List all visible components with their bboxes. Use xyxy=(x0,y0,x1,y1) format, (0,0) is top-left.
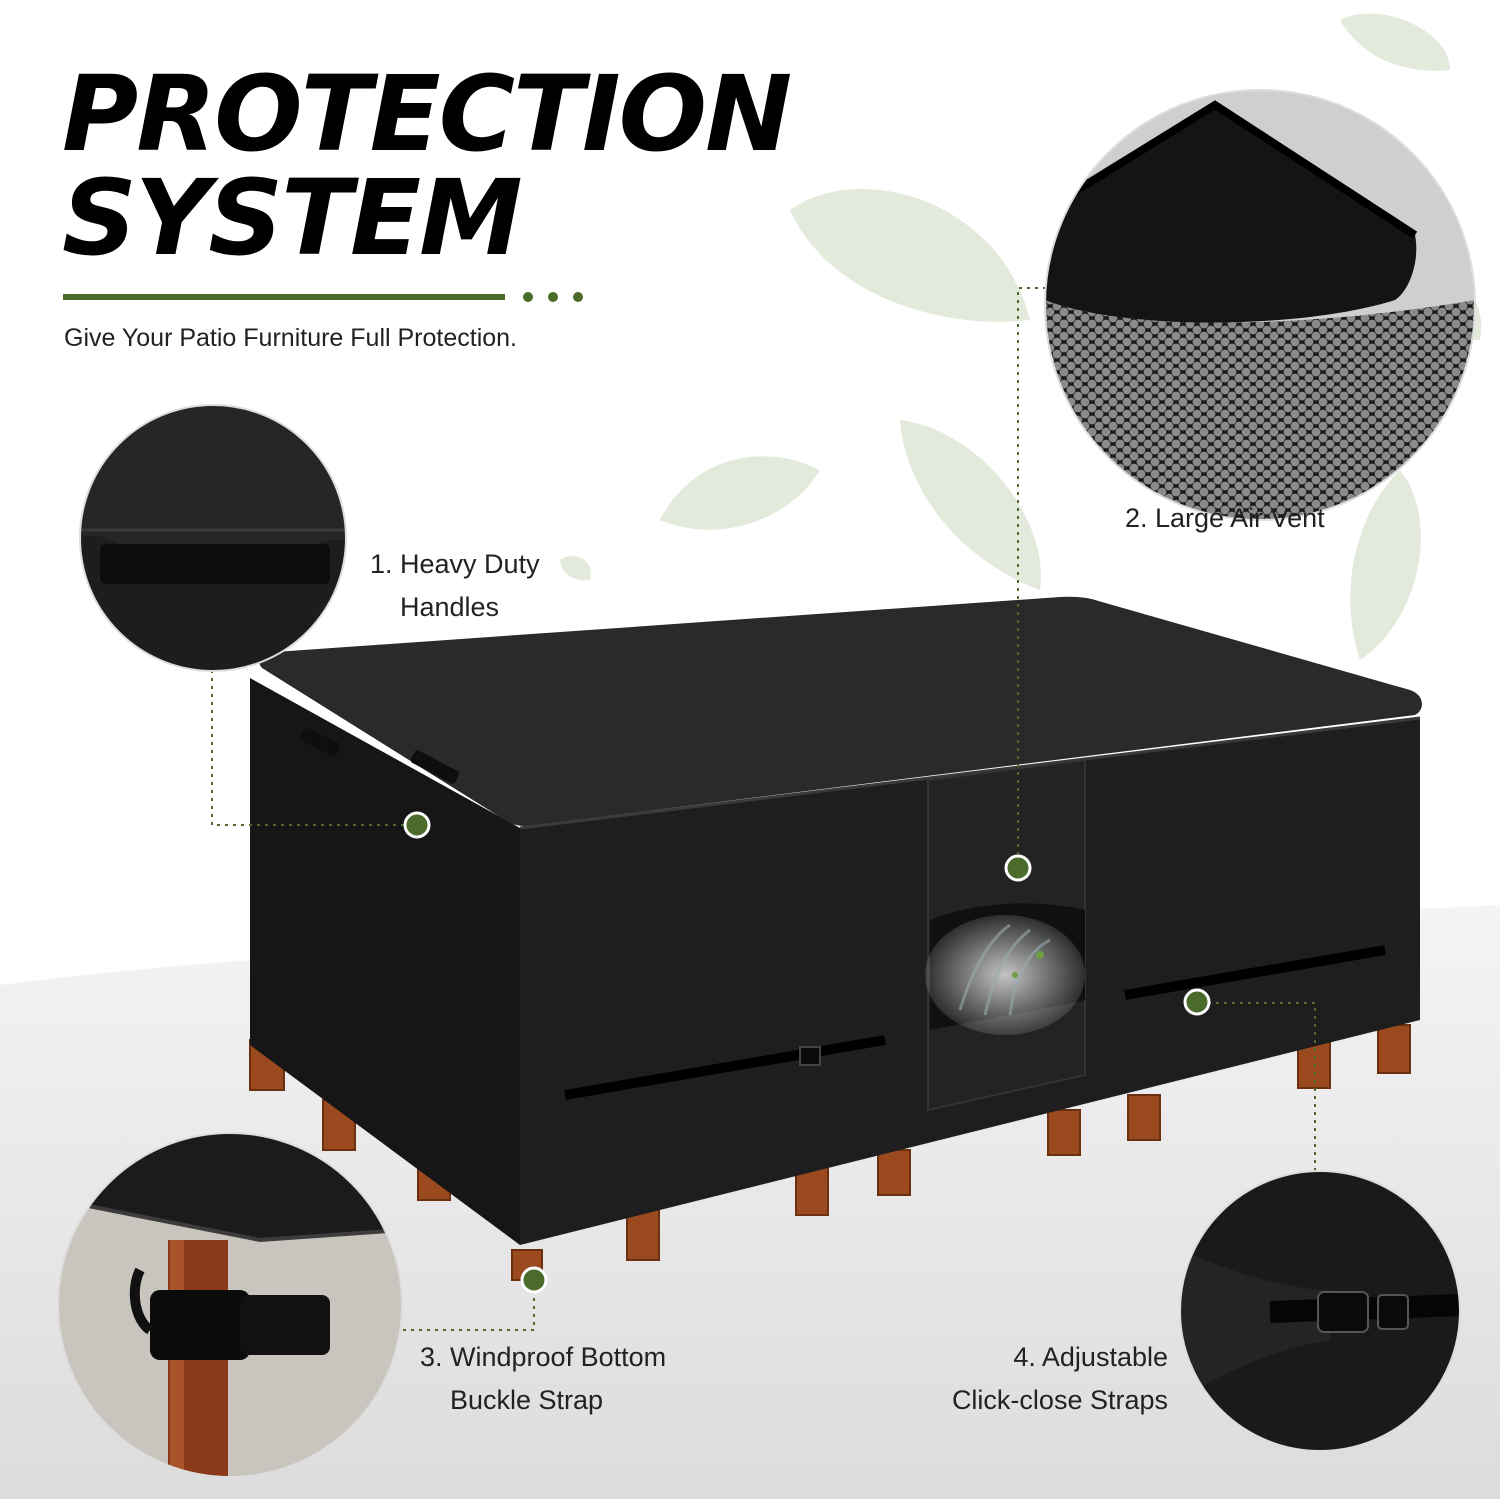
feature-label-click-straps-line1: 4. Adjustable xyxy=(1013,1342,1168,1372)
hotspot-markers xyxy=(403,811,1211,1294)
feature-label-buckle-strap: 3. Windproof Bottom Buckle Strap xyxy=(420,1336,666,1422)
header-divider xyxy=(63,292,583,302)
page-title: PROTECTION SYSTEM xyxy=(62,53,792,279)
leaf-decoration xyxy=(560,13,1482,660)
feature-label-handles: 1. Heavy Duty Handles xyxy=(370,543,540,629)
detail-circle-handles xyxy=(79,404,347,672)
feature-label-click-straps: 4. Adjustable Click-close Straps xyxy=(952,1336,1168,1422)
detail-circle-air-vent xyxy=(1044,89,1476,521)
page-subtitle: Give Your Patio Furniture Full Protectio… xyxy=(64,324,518,352)
feature-label-buckle-strap-line1: 3. Windproof Bottom xyxy=(420,1342,667,1372)
feature-label-buckle-strap-line2: Buckle Strap xyxy=(450,1385,604,1415)
airflow-mist xyxy=(925,915,1085,1035)
detail-circle-buckle xyxy=(57,1132,403,1478)
leader-lines xyxy=(211,287,1316,1331)
feature-label-click-straps-line2: Click-close Straps xyxy=(951,1385,1168,1415)
feature-label-handles-line1: 1. Heavy Duty xyxy=(370,549,540,579)
feature-label-air-vent-line1: 2. Large Air Vent xyxy=(1125,503,1325,533)
feature-label-handles-line2: Handles xyxy=(400,592,500,622)
page-title-line2: SYSTEM xyxy=(62,157,523,279)
page-title-line1: PROTECTION xyxy=(62,53,792,175)
detail-circle-strap xyxy=(1179,1170,1461,1452)
feature-label-air-vent: 2. Large Air Vent xyxy=(1125,497,1325,540)
patio-table-cover xyxy=(250,596,1422,1245)
